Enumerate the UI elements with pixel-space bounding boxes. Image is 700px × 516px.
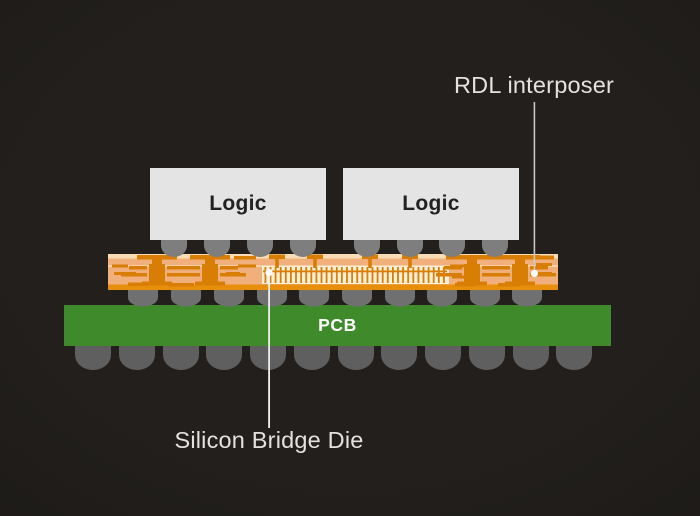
pcb-label: PCB	[318, 315, 357, 335]
silicon-bridge-die-label: Silicon Bridge Die	[174, 427, 364, 453]
bga-ball-row	[75, 345, 592, 370]
logic-die-left-body	[150, 168, 326, 240]
rdl-leader-dot	[530, 269, 539, 278]
logic-die-left-label: Logic	[209, 192, 267, 215]
bridge-leader-line	[268, 272, 270, 428]
interposer-bump-row	[128, 289, 542, 307]
rdl-leader-line	[533, 102, 536, 272]
silicon-bridge-die-graphic	[262, 266, 449, 284]
logic-die-right-label: Logic	[402, 192, 460, 215]
rdl-trace-dashes	[112, 255, 554, 287]
rdl-interposer-body	[108, 254, 558, 290]
bridge-leader-dot	[265, 268, 273, 277]
logic-die-right-body	[343, 168, 519, 240]
pcb-body	[64, 305, 611, 346]
rdl-interposer-label: RDL interposer	[454, 72, 614, 98]
